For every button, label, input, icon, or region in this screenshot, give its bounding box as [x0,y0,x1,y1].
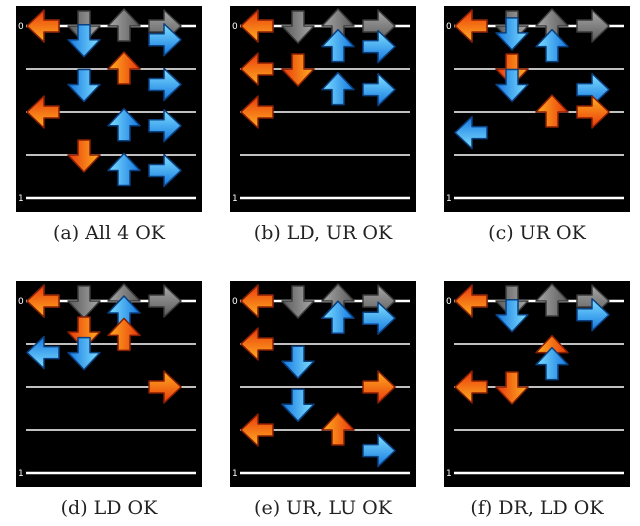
note-orange-left-arrow-icon [240,327,274,361]
receptor-right-arrow-icon [362,9,396,43]
note-orange-right-arrow-icon [148,370,182,404]
caption-e: (e) UR, LU OK [254,497,392,519]
note-blue-right-arrow-icon [148,153,182,188]
note-blue-up-arrow-icon [535,28,569,63]
caption-b: (b) LD, UR OK [253,222,393,244]
note-orange-left-arrow-icon [240,284,274,318]
tick-label-bottom: 1 [18,469,24,479]
tick-label-top: 0 [232,22,238,32]
tick-label-bottom: 1 [18,194,24,204]
note-blue-right-arrow-icon [362,29,396,64]
note-orange-left-arrow-icon [454,370,488,404]
note-orange-down-arrow-icon [495,371,529,405]
tick-label-bottom: 1 [446,194,452,204]
note-blue-down-arrow-icon [495,299,529,333]
caption-c: (c) UR OK [488,222,586,244]
note-orange-left-arrow-icon [26,9,60,43]
note-blue-down-arrow-icon [495,17,529,51]
note-blue-up-arrow-icon [321,71,355,106]
note-blue-up-arrow-icon [321,28,355,63]
note-orange-left-arrow-icon [240,95,274,129]
receptor-down-arrow-icon [67,285,101,319]
receptor-right-arrow-icon [362,284,396,318]
note-orange-left-arrow-icon [454,284,488,318]
note-blue-down-arrow-icon [67,24,101,58]
note-orange-left-arrow-icon [26,284,60,318]
note-blue-right-arrow-icon [148,23,182,57]
panel-f-chart: 01 [446,283,624,479]
note-blue-up-arrow-icon [321,300,355,334]
panel-d-chart: 01 [18,283,196,479]
note-blue-up-arrow-icon [107,108,141,142]
tick-label-top: 0 [18,22,24,32]
receptor-down-arrow-icon [281,285,315,319]
caption-a: (a) All 4 OK [52,222,165,244]
receptor-right-arrow-icon [148,284,182,318]
note-orange-down-arrow-icon [67,316,101,350]
note-blue-right-arrow-icon [576,72,610,107]
note-orange-up-arrow-icon [107,51,141,85]
tick-label-bottom: 1 [232,194,238,204]
note-orange-down-arrow-icon [67,139,101,173]
receptor-up-arrow-icon [535,283,569,317]
note-orange-up-arrow-icon [107,317,141,352]
panel-c-chart: 01 [446,8,624,204]
note-orange-left-arrow-icon [240,413,274,447]
note-blue-down-arrow-icon [281,345,315,379]
receptor-right-arrow-icon [576,9,610,43]
note-orange-down-arrow-icon [281,53,315,87]
note-blue-right-arrow-icon [148,109,182,143]
note-orange-left-arrow-icon [454,9,488,43]
note-blue-up-arrow-icon [107,152,141,187]
note-blue-right-arrow-icon [362,301,396,335]
tick-label-top: 0 [446,297,452,307]
note-blue-right-arrow-icon [362,72,396,107]
panel-e-chart: 01 [232,283,410,479]
note-blue-right-arrow-icon [576,298,610,332]
tick-label-bottom: 1 [446,469,452,479]
note-orange-left-arrow-icon [240,9,274,43]
tick-label-bottom: 1 [232,469,238,479]
note-blue-right-arrow-icon [148,67,182,102]
panel-b-chart: 01 [232,8,410,204]
note-blue-down-arrow-icon [67,68,101,103]
note-blue-left-arrow-icon [454,115,488,150]
note-orange-right-arrow-icon [576,95,610,129]
caption-d: (d) LD OK [60,497,158,519]
receptor-up-arrow-icon [107,8,141,42]
note-blue-left-arrow-icon [26,335,60,370]
note-blue-right-arrow-icon [362,433,396,468]
note-orange-up-arrow-icon [535,94,569,128]
panel-a-chart: 01 [18,8,196,204]
receptor-down-arrow-icon [281,10,315,44]
note-blue-down-arrow-icon [281,388,315,422]
note-blue-down-arrow-icon [495,68,529,103]
tick-label-top: 0 [232,297,238,307]
note-blue-down-arrow-icon [67,336,101,371]
tick-label-top: 0 [18,297,24,307]
tick-label-top: 0 [446,22,452,32]
caption-f: (f) DR, LD OK [470,497,604,519]
note-orange-up-arrow-icon [321,412,355,446]
note-orange-left-arrow-icon [26,95,60,129]
note-orange-right-arrow-icon [362,370,396,404]
note-orange-left-arrow-icon [240,52,274,86]
note-blue-up-arrow-icon [535,346,569,381]
